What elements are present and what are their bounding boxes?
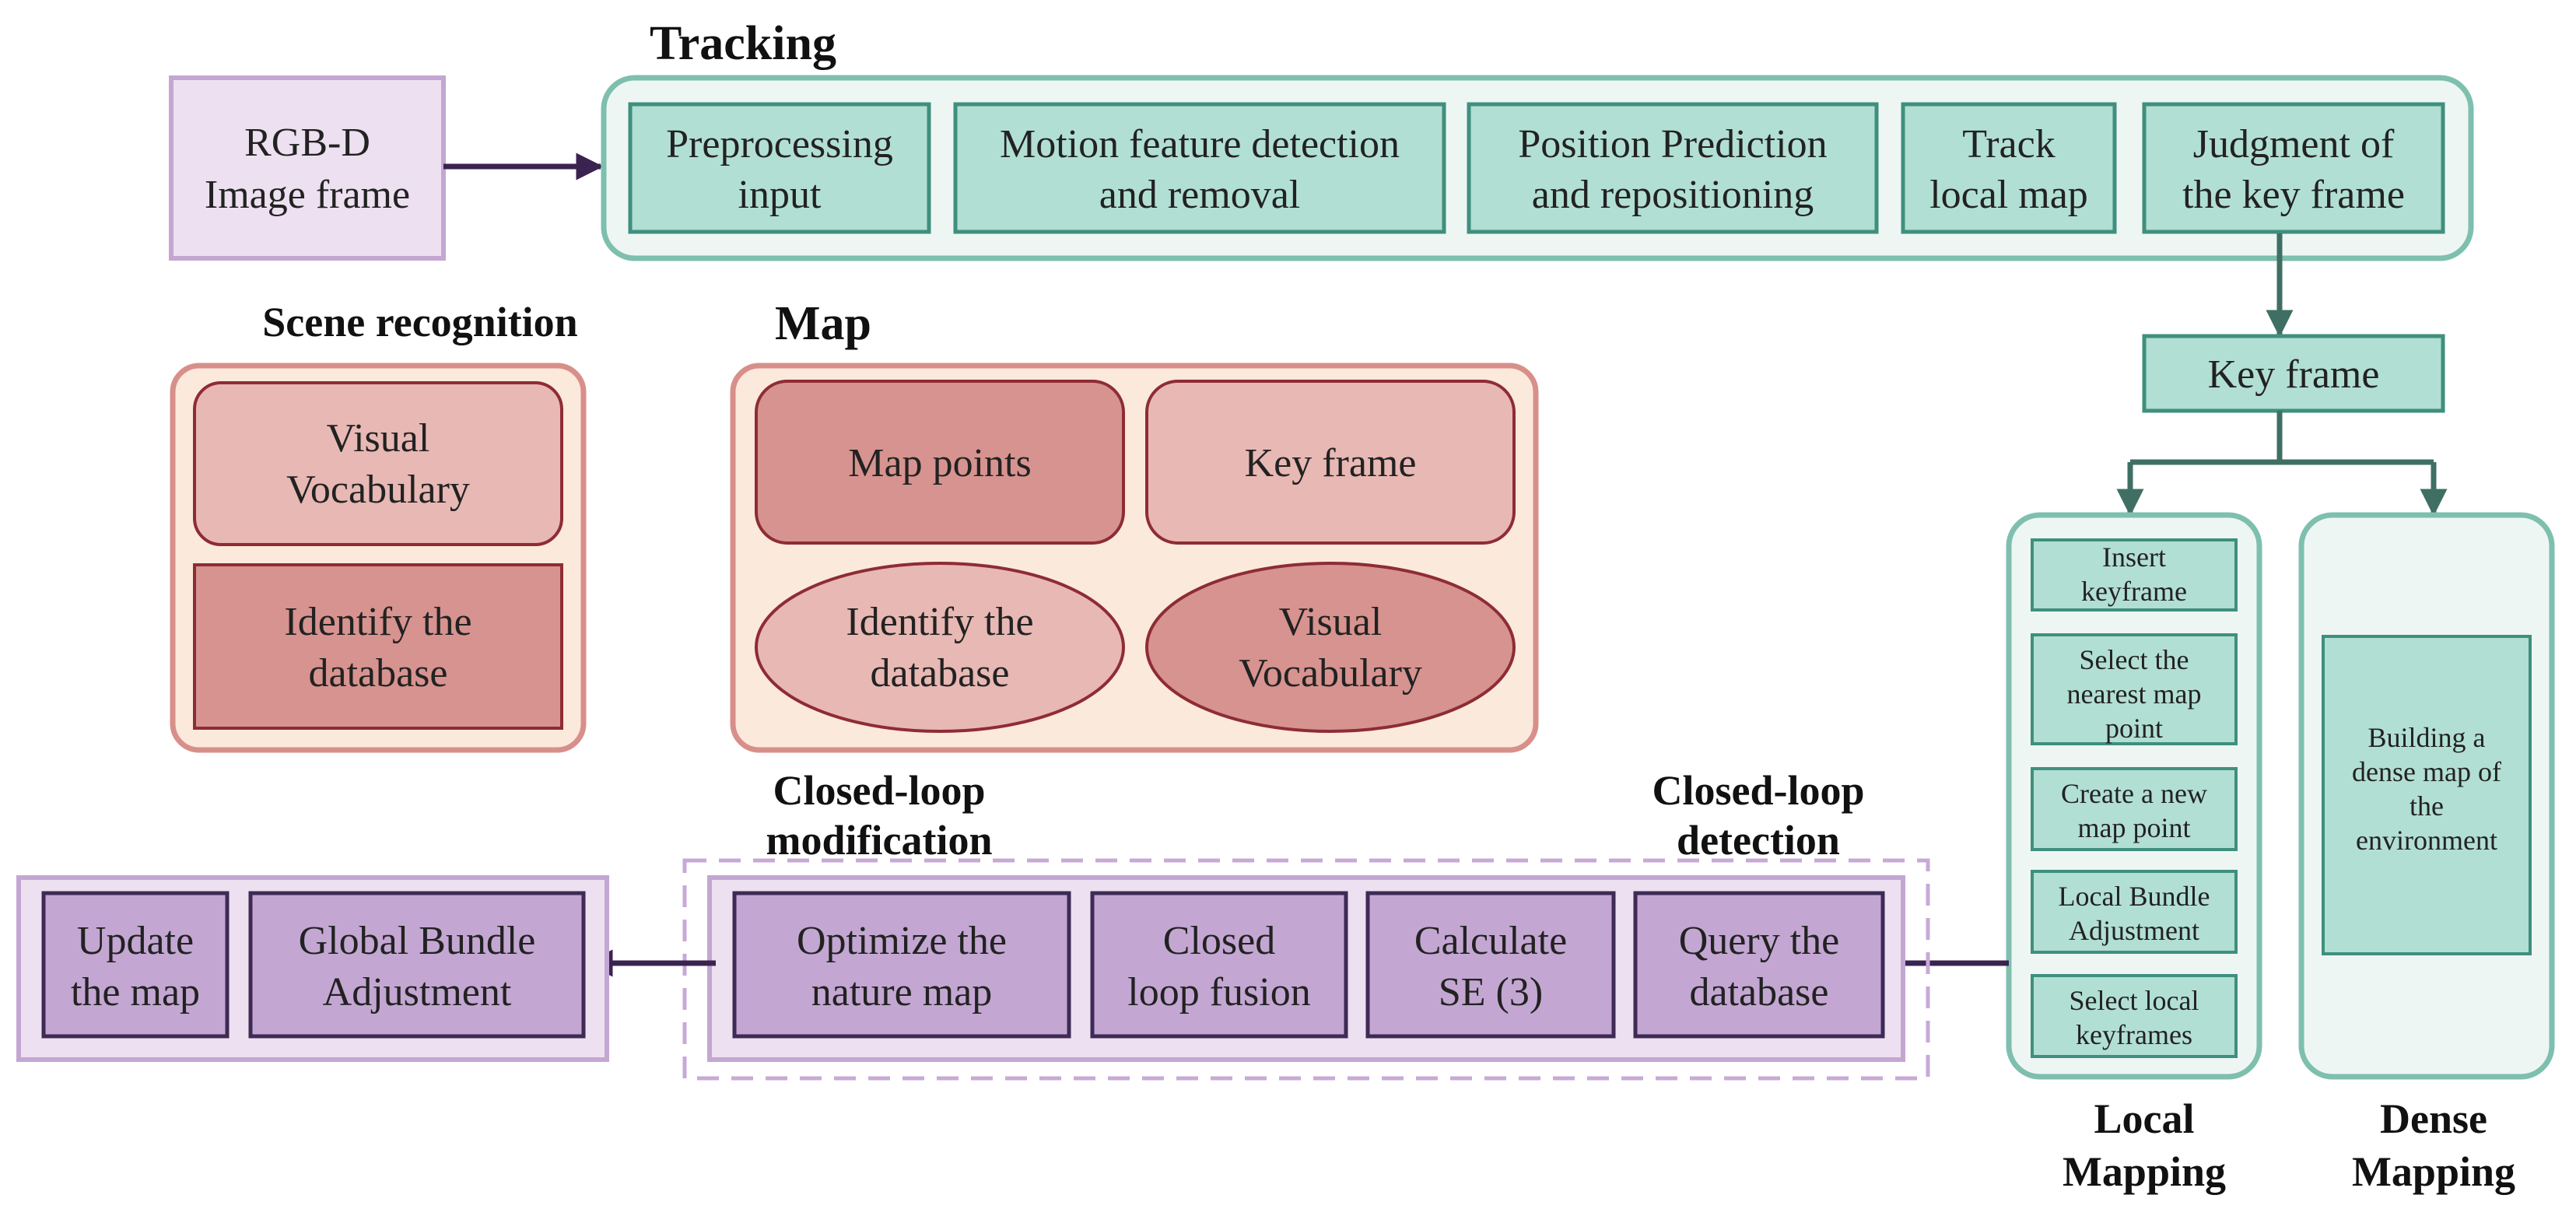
keyframe-node: Key frame xyxy=(2142,334,2445,413)
closed-step-loop-fusion: Closed loop fusion xyxy=(1090,891,1348,1039)
local-step-line: nearest map xyxy=(2067,678,2202,710)
global-step-line2: the map xyxy=(71,970,200,1014)
tracking-step-line1: Motion feature detection xyxy=(1000,122,1400,166)
closed-step-line2: loop fusion xyxy=(1127,970,1310,1014)
closed-step-line2: nature map xyxy=(811,970,992,1014)
map-item-line1: Map points xyxy=(848,441,1031,485)
tracking-step-line1: Preprocessing xyxy=(666,122,893,166)
tracking-group: Tracking Preprocessing input Motion feat… xyxy=(601,17,2474,261)
keyframe-split-arrows xyxy=(2116,411,2448,517)
map-key-frame: Key frame xyxy=(1145,380,1516,545)
local-mapping-title-line1: Local xyxy=(2094,1095,2195,1142)
closed-step-line2: database xyxy=(1689,970,1828,1014)
dense-step-line: the xyxy=(2410,790,2444,822)
closed-step-calculate-se3: Calculate SE (3) xyxy=(1365,891,1616,1039)
tracking-step-judgment-key-frame: Judgment of the key frame xyxy=(2142,102,2445,234)
local-step-line: Local Bundle xyxy=(2059,881,2210,912)
map-points: Map points xyxy=(755,380,1125,545)
local-step-select-local-keyframes: Select local keyframes xyxy=(2031,974,2238,1058)
tracking-step-line1: Track xyxy=(1962,122,2055,166)
keyframe-label: Key frame xyxy=(2208,352,2380,397)
closed-step-line1: Calculate xyxy=(1414,919,1567,963)
input-line1: RGB-D xyxy=(244,121,370,165)
closed-step-query-database: Query the database xyxy=(1633,891,1885,1039)
global-step-bundle-adjustment: Global Bundle Adjustment xyxy=(248,891,586,1039)
tracking-step-preprocessing: Preprocessing input xyxy=(628,102,931,234)
scene-item-line1: Identify the xyxy=(284,600,471,644)
dense-step-line: Building a xyxy=(2368,722,2486,753)
local-step-line: point xyxy=(2105,713,2163,744)
tracking-step-line2: the key frame xyxy=(2182,173,2405,217)
dense-step-line: dense map of xyxy=(2352,756,2501,787)
tracking-step-track-local-map: Track local map xyxy=(1901,102,2117,234)
local-step-create-map-point: Create a new map point xyxy=(2031,767,2238,851)
scene-visual-vocabulary: Visual Vocabulary xyxy=(193,381,563,546)
closed-step-line1: Closed xyxy=(1163,919,1275,963)
closed-step-line1: Optimize the xyxy=(797,919,1007,963)
tracking-title: Tracking xyxy=(650,17,836,70)
map-title: Map xyxy=(775,297,871,350)
tracking-step-line2: local map xyxy=(1929,173,2088,217)
dense-mapping-group: Building a dense map of the environment … xyxy=(2298,512,2555,1195)
local-step-select-nearest: Select the nearest map point xyxy=(2031,633,2238,745)
scene-recognition-group: Scene recognition Visual Vocabulary Iden… xyxy=(170,299,587,753)
closed-step-line1: Query the xyxy=(1679,919,1839,963)
local-mapping-group: Insert keyframe Select the nearest map p… xyxy=(2006,512,2262,1195)
input-line2: Image frame xyxy=(205,173,410,217)
closed-step-line2: SE (3) xyxy=(1439,970,1543,1014)
map-identify-database: Identify the database xyxy=(755,562,1125,733)
tracking-step-position-prediction: Position Prediction and repositioning xyxy=(1467,102,1879,234)
map-item-line1: Key frame xyxy=(1245,441,1417,485)
closed-loop-modification-line2: modification xyxy=(766,817,993,864)
dense-mapping-title-line2: Mapping xyxy=(2352,1148,2515,1195)
map-item-line1: Visual xyxy=(1279,600,1383,644)
map-item-line2: database xyxy=(870,651,1009,696)
tracking-step-line2: and removal xyxy=(1099,173,1300,217)
scene-recognition-title: Scene recognition xyxy=(262,299,577,345)
tracking-step-line1: Judgment of xyxy=(2193,122,2395,166)
tracking-step-line2: and repositioning xyxy=(1532,173,1814,217)
tracking-step-motion-feature: Motion feature detection and removal xyxy=(953,102,1446,234)
map-item-line2: Vocabulary xyxy=(1239,651,1422,696)
local-step-insert-keyframe: Insert keyframe xyxy=(2031,538,2238,612)
local-step-line: map point xyxy=(2078,812,2191,843)
scene-item-line2: database xyxy=(308,651,447,696)
scene-identify-database: Identify the database xyxy=(193,563,563,730)
global-step-line1: Update xyxy=(77,919,194,963)
local-step-line: keyframes xyxy=(2076,1019,2192,1050)
tracking-step-line1: Position Prediction xyxy=(1518,122,1827,166)
dense-step-line: environment xyxy=(2356,825,2497,856)
dense-step-building: Building a dense map of the environment xyxy=(2322,635,2532,955)
map-group: Map Map points Key frame Identify the da… xyxy=(730,297,1539,753)
tracking-step-line2: input xyxy=(738,173,822,217)
global-step-line1: Global Bundle xyxy=(299,919,536,963)
local-mapping-title-line2: Mapping xyxy=(2063,1148,2226,1195)
scene-item-line1: Visual xyxy=(327,416,430,461)
dense-mapping-title-line1: Dense xyxy=(2380,1095,2487,1142)
scene-item-line2: Vocabulary xyxy=(286,468,470,512)
closed-loop-modification-line1: Closed-loop xyxy=(773,767,985,814)
closed-loop-detection-line1: Closed-loop xyxy=(1652,767,1864,814)
local-step-local-bundle: Local Bundle Adjustment xyxy=(2031,870,2238,954)
local-step-line: keyframe xyxy=(2081,576,2187,607)
map-visual-vocabulary: Visual Vocabulary xyxy=(1145,562,1516,733)
closed-loop-detection-line2: detection xyxy=(1677,817,1840,864)
global-group: Update the map Global Bundle Adjustment xyxy=(16,875,609,1062)
input-node: RGB-D Image frame xyxy=(169,75,446,261)
local-step-line: Insert xyxy=(2102,541,2166,573)
local-step-line: Select the xyxy=(2080,644,2189,675)
map-item-line1: Identify the xyxy=(846,600,1033,644)
closed-step-optimize: Optimize the nature map xyxy=(732,891,1071,1039)
global-step-update-map: Update the map xyxy=(41,891,230,1039)
closed-loop-group: Closed-loop modification Closed-loop det… xyxy=(682,767,1930,1081)
local-step-line: Select local xyxy=(2070,985,2199,1016)
local-step-line: Adjustment xyxy=(2069,915,2199,946)
global-step-line2: Adjustment xyxy=(323,970,512,1014)
local-step-line: Create a new xyxy=(2061,778,2207,809)
